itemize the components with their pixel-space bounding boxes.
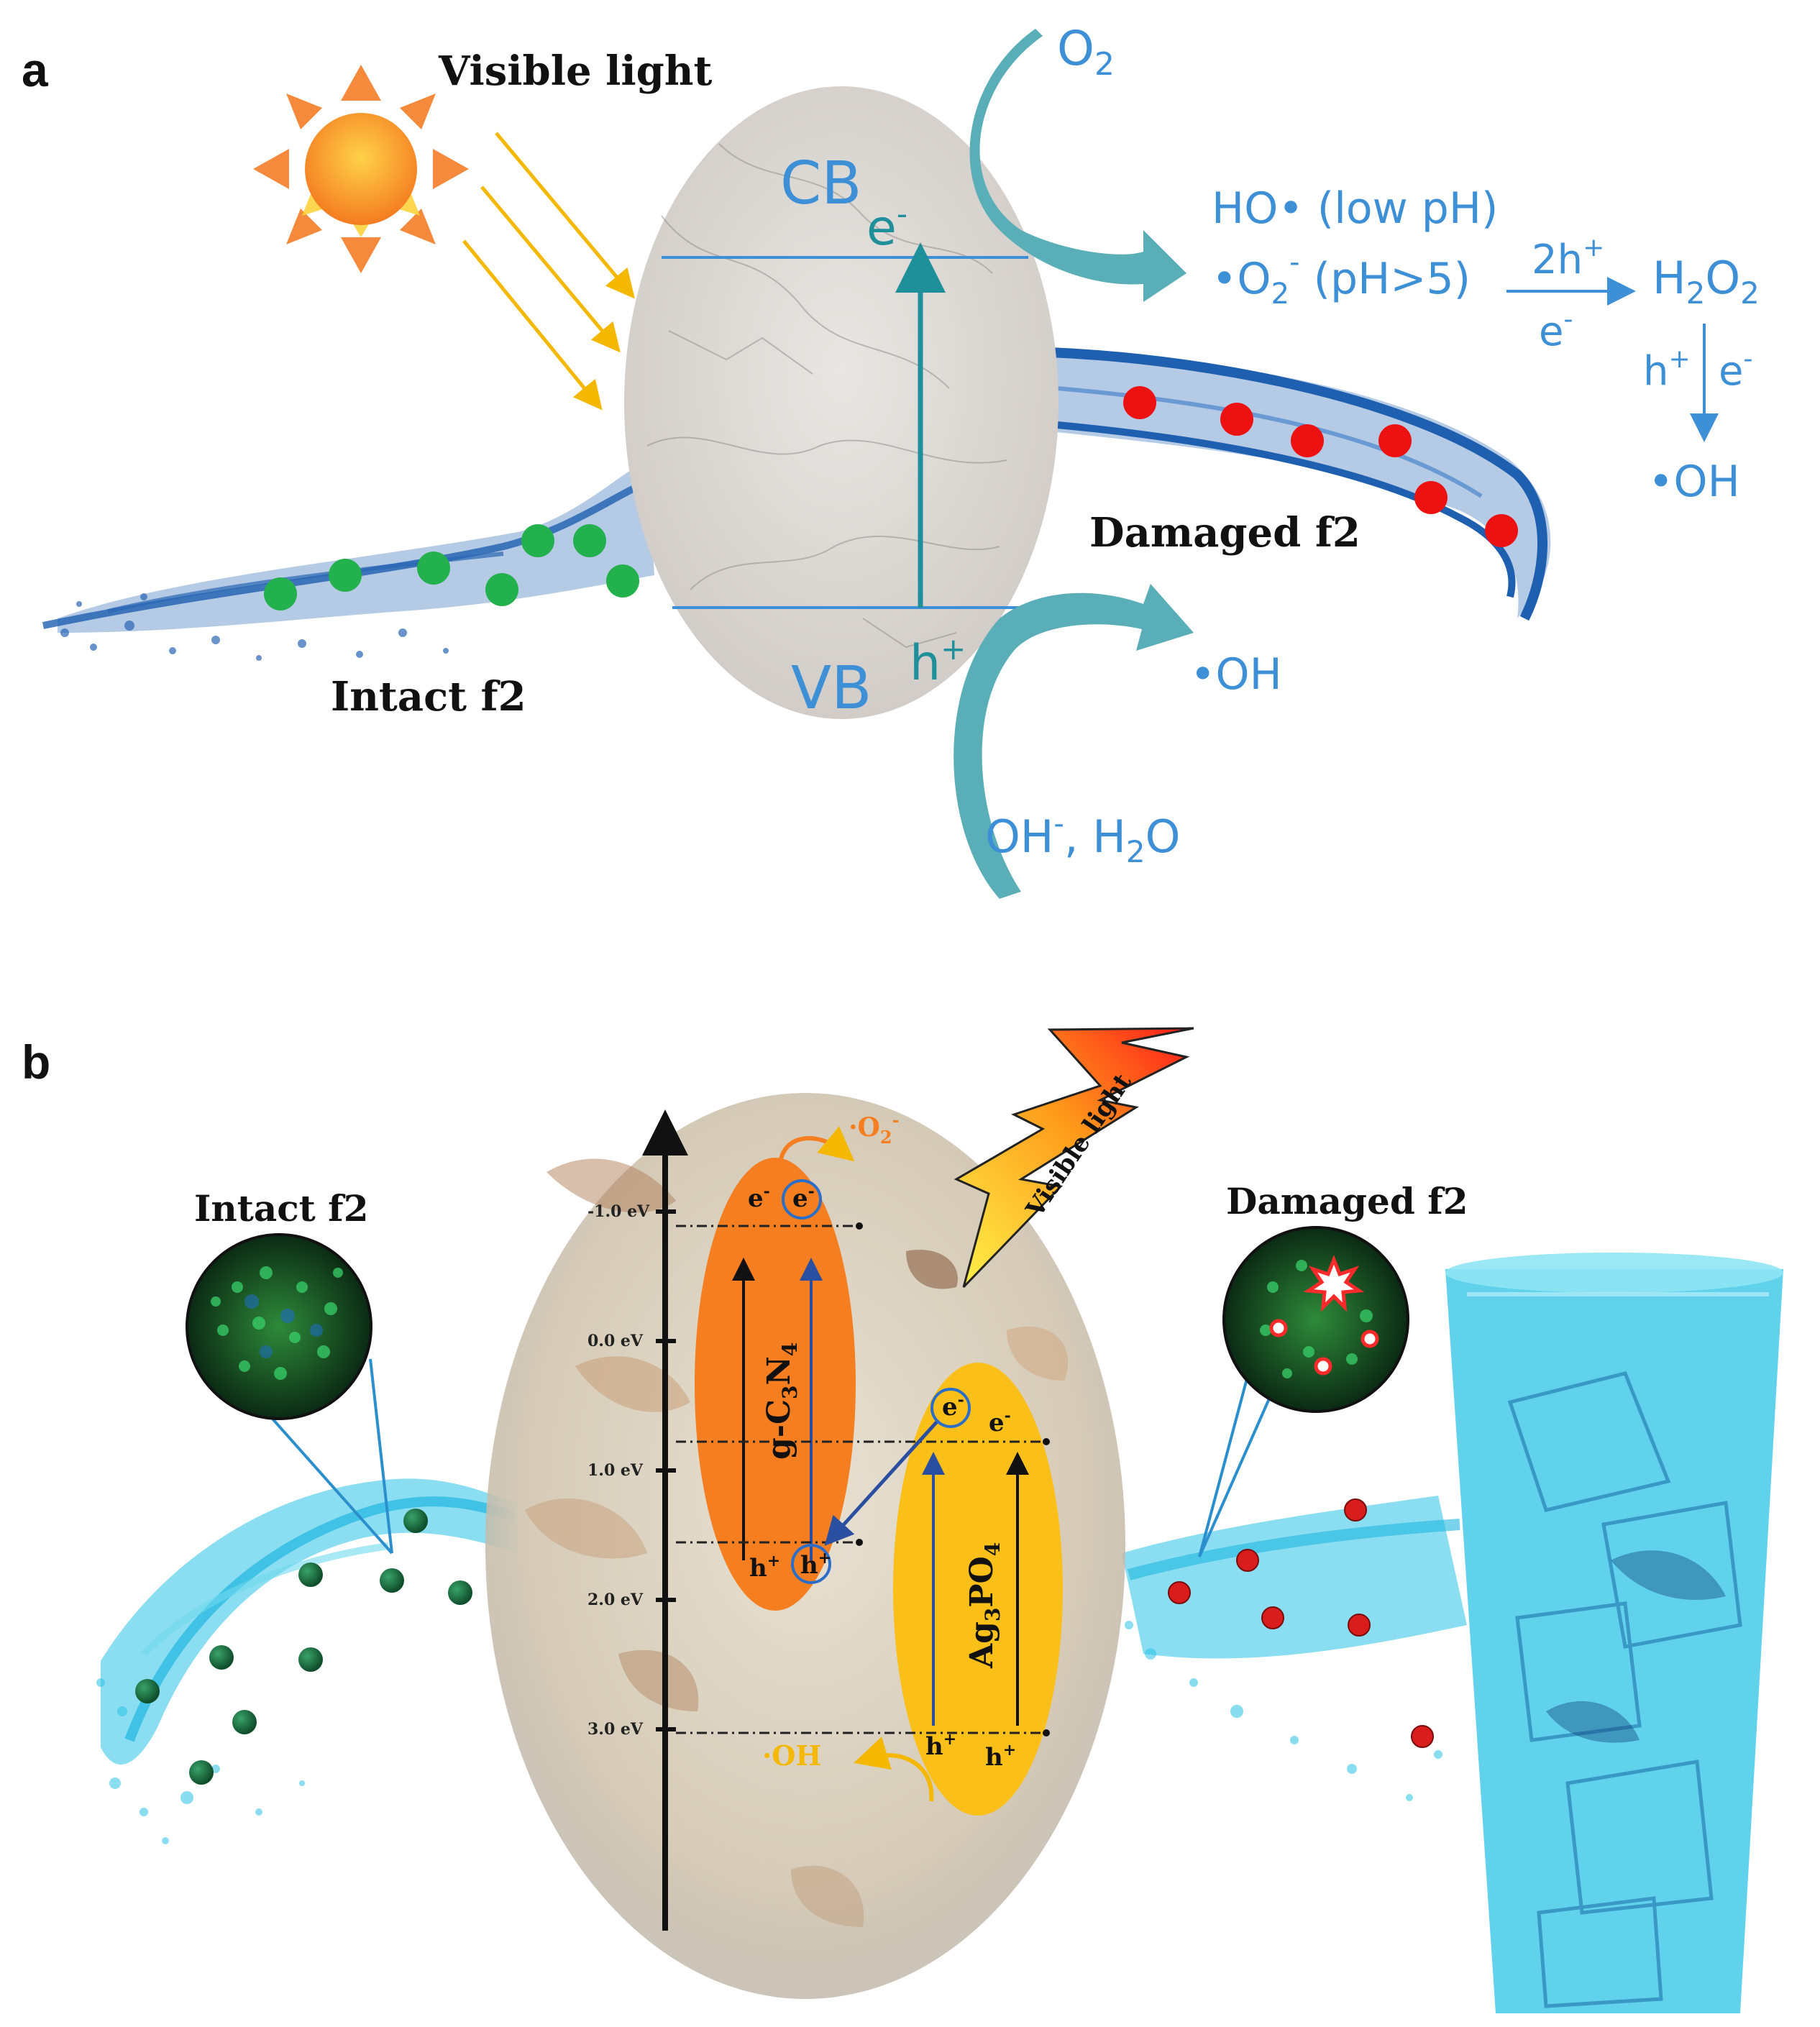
visible-light-label: Visible light (438, 47, 713, 95)
cb-label: CB (780, 150, 862, 218)
oh-bottom-label: •OH (1190, 649, 1282, 700)
tick-0: 0.0 eV (587, 1332, 644, 1350)
tick-3: 3.0 eV (587, 1720, 644, 1739)
hole-label-a: h+ (910, 631, 966, 692)
damaged-f2-label-a: Damaged f2 (1089, 509, 1361, 557)
damaged-dots-a (1123, 386, 1518, 547)
electron-label-a: e- (866, 196, 907, 257)
agpo-band (893, 1363, 1063, 1816)
circled-carriers (782, 1179, 971, 1584)
tick-1: 1.0 eV (587, 1461, 644, 1480)
gcn-h-circled: h+ (800, 1549, 831, 1580)
panel-b-letter: b (22, 1035, 50, 1089)
vb-label: VB (791, 654, 872, 723)
tick-2: 2.0 eV (587, 1591, 644, 1609)
gcn-e-left: e- (748, 1182, 770, 1213)
water-glass-icon (1445, 1253, 1783, 2013)
lightning-bolt-icon (954, 1027, 1194, 1289)
o2-radical-label: ·O2- (849, 1109, 900, 1148)
intact-dots-b (135, 1509, 472, 1785)
semiconductor-particle-a (624, 86, 1058, 719)
intact-f2-magnified (186, 1233, 393, 1555)
intact-f2-label-a: Intact f2 (331, 673, 526, 720)
light-rays (462, 132, 635, 411)
arrow-e-label: e- (1539, 305, 1573, 355)
gcn-h-left: h+ (749, 1552, 780, 1583)
gcn-e-circled: e- (792, 1182, 815, 1213)
superoxide-label: •O2- (pH>5) (1212, 246, 1471, 311)
agpo-e-circled: e- (942, 1391, 964, 1422)
oh-radical-arrow (854, 1737, 934, 1802)
sun-icon (253, 65, 469, 273)
agpo-h-left: h+ (925, 1730, 956, 1761)
water-splash-b-left (96, 1478, 520, 1844)
down-h-label: h+ (1643, 344, 1691, 395)
damaged-f2-label-b: Damaged f2 (1226, 1180, 1468, 1222)
agpo-e-right: e- (989, 1406, 1011, 1437)
h2o2-label: H2O2 (1652, 252, 1760, 311)
o2-label-a: O2 (1057, 21, 1115, 83)
panel-a-letter: a (22, 43, 49, 96)
oh-right-label: •OH (1648, 457, 1740, 507)
damaged-dots-b (1168, 1498, 1434, 1748)
oh-minus-h2o-label: OH-, H2O (985, 807, 1180, 869)
intact-dots-a (264, 524, 639, 610)
gcn-band (695, 1158, 856, 1611)
water-splash-right (1049, 347, 1551, 621)
ho-radical-label: HO• (low pH) (1212, 183, 1498, 234)
oh-oxidation-arrow (954, 584, 1194, 899)
gcn-label: g-C3N4 (761, 1342, 802, 1460)
two-h-label: 2h+ (1532, 233, 1604, 283)
electron-transfer-arrow (824, 1419, 940, 1546)
damaged-f2-magnified (1198, 1226, 1409, 1557)
water-splash-b-right (1122, 1496, 1467, 1801)
agpo-h-right: h+ (985, 1741, 1016, 1772)
agpo-label: Ag3PO4 (964, 1542, 1005, 1669)
down-e-label: e- (1719, 344, 1752, 395)
o2-reduction-arrow (969, 29, 1186, 302)
energy-axis (642, 1109, 688, 1931)
intact-f2-label-b: Intact f2 (194, 1187, 368, 1230)
oh-radical-label: ·OH (762, 1739, 821, 1772)
o2-radical-arrow (778, 1126, 855, 1164)
tick-minus1: -1.0 eV (587, 1202, 650, 1221)
